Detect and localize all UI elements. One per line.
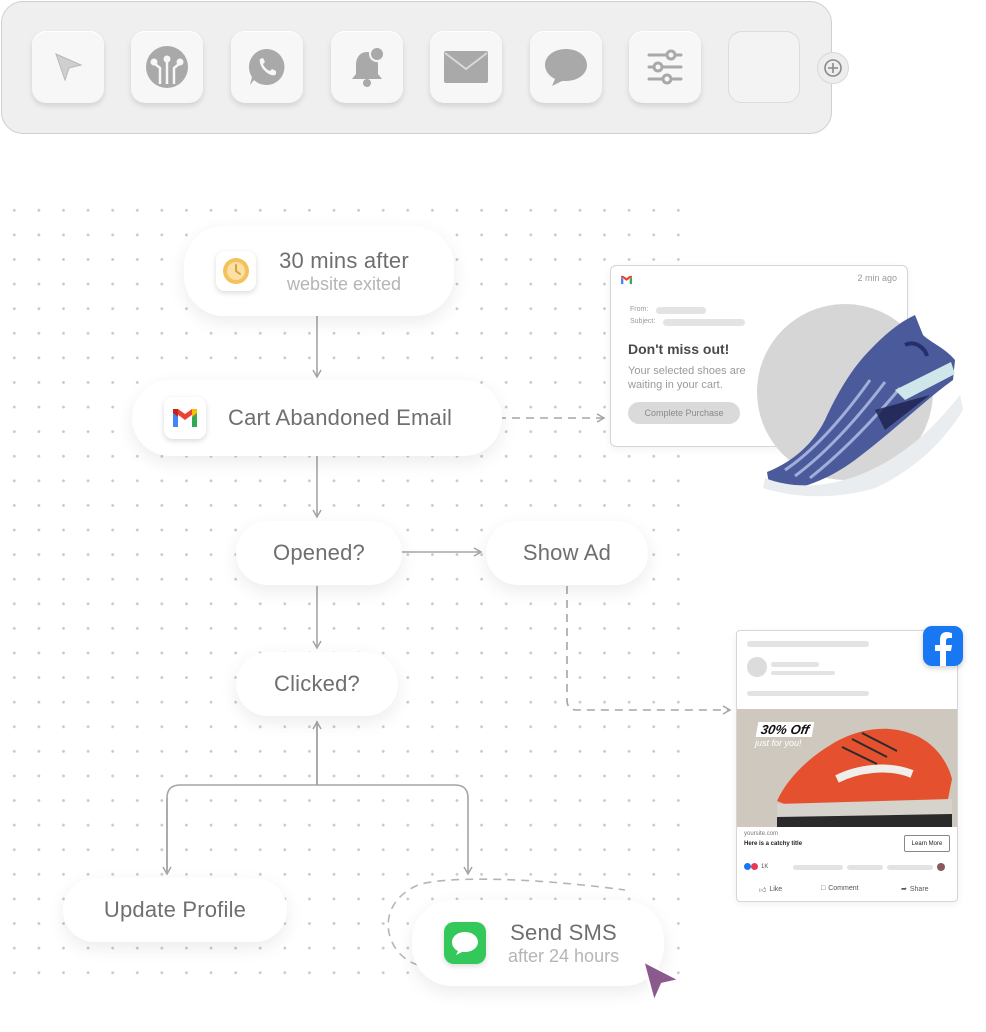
from-placeholder-bar: [656, 307, 706, 314]
update-profile-node[interactable]: Update Profile: [63, 878, 287, 942]
fb-text-bar: [747, 691, 869, 696]
fb-stat-bar: [847, 865, 883, 870]
email-node-label: Cart Abandoned Email: [228, 405, 453, 430]
fb-ad-title: Here is a catchy title: [744, 841, 803, 847]
add-tool-button[interactable]: [817, 52, 849, 84]
update-profile-label: Update Profile: [103, 897, 247, 922]
chat-tool-button[interactable]: [530, 31, 602, 103]
email-tool-button[interactable]: [430, 31, 502, 103]
fb-stat-bar: [793, 865, 843, 870]
bell-icon: [352, 46, 385, 87]
settings-tool-button[interactable]: [629, 31, 701, 103]
clock-icon: [223, 258, 249, 284]
fb-meta-bar: [771, 671, 835, 675]
fb-like-button[interactable]: 👍︎Like: [759, 885, 782, 894]
fb-small-avatar: [937, 863, 945, 871]
email-subject-label: Subject:: [630, 318, 656, 325]
empty-tool-slot[interactable]: [728, 31, 800, 103]
cursor-tool-button[interactable]: [32, 31, 104, 103]
subject-placeholder-bar: [663, 319, 745, 326]
gmail-icon: [173, 409, 197, 427]
sms-title: Send SMS: [510, 919, 617, 945]
email-from-label: From:: [630, 306, 649, 313]
complete-purchase-button[interactable]: Complete Purchase: [628, 402, 740, 424]
gmail-small-icon: [621, 275, 632, 285]
plus-icon: [824, 59, 842, 77]
pointer-cursor-icon: [641, 959, 682, 1004]
fb-ad-image: 30% Off just for you!: [737, 709, 957, 827]
messages-icon-box: [444, 922, 486, 964]
sms-subtitle: after 24 hours: [508, 945, 620, 966]
share-icon: ➦: [901, 886, 907, 893]
clicked-label: Clicked?: [274, 671, 360, 696]
connector-showad-to-fb: [566, 586, 732, 715]
thumbs-up-icon: 👍︎: [759, 887, 767, 894]
chat-bubble-icon: [545, 49, 587, 86]
opened-label: Opened?: [273, 540, 365, 565]
fb-learn-more-button[interactable]: Learn More: [904, 835, 950, 852]
fb-like-label: Like: [769, 886, 783, 893]
fb-reactions: 1K: [744, 863, 768, 870]
fb-love-reaction-icon: [751, 863, 758, 870]
fb-discount-sub: just for you!: [755, 738, 802, 748]
trigger-subtitle: website exited: [286, 273, 402, 294]
clock-icon-box: [216, 251, 256, 291]
show-ad-node[interactable]: Show Ad: [486, 521, 648, 585]
fb-name-bar: [771, 662, 819, 667]
email-node[interactable]: Cart Abandoned Email: [132, 380, 502, 456]
fb-reaction-count: 1K: [761, 863, 769, 870]
cursor-icon: [55, 53, 83, 82]
blue-shoe-image: [757, 304, 963, 497]
fb-share-label: Share: [909, 885, 929, 893]
facebook-logo-icon: [923, 626, 963, 666]
sms-dashed-outline: [387, 878, 626, 966]
send-sms-node[interactable]: Send SMS after 24 hours: [412, 900, 664, 986]
integration-icon: [146, 46, 188, 88]
integration-tool-button[interactable]: [131, 31, 203, 103]
notification-tool-button[interactable]: [331, 31, 403, 103]
comment-icon: □: [821, 885, 826, 892]
facebook-ad-card: 30% Off just for you! yoursite.com Here …: [736, 630, 958, 902]
trigger-title: 30 mins after: [279, 247, 409, 273]
mail-icon: [444, 51, 488, 83]
show-ad-label: Show Ad: [522, 540, 612, 565]
opened-condition-node[interactable]: Opened?: [236, 521, 402, 585]
whatsapp-icon: [248, 48, 285, 85]
messages-icon: [452, 932, 478, 955]
fb-discount-badge: 30% Off: [755, 722, 815, 737]
gmail-icon-box: [164, 397, 206, 439]
clicked-condition-node[interactable]: Clicked?: [236, 652, 398, 716]
fb-comment-button[interactable]: □Comment: [821, 885, 859, 892]
email-heading: Don't miss out!: [628, 341, 730, 357]
fb-placeholder-bar: [747, 641, 869, 647]
fb-ad-site: yoursite.com: [744, 831, 779, 837]
fb-comment-label: Comment: [828, 885, 859, 892]
whatsapp-tool-button[interactable]: [231, 31, 303, 103]
fb-stat-bar: [887, 865, 933, 870]
trigger-node[interactable]: 30 mins after website exited: [184, 226, 454, 316]
fb-like-reaction-icon: [744, 863, 751, 870]
email-time: 2 min ago: [857, 273, 897, 283]
sliders-icon: [647, 49, 683, 85]
red-shoe-image: [737, 709, 957, 827]
email-body: Your selected shoes are waiting in your …: [628, 365, 746, 391]
fb-share-button[interactable]: ➦Share: [901, 885, 929, 894]
fb-avatar: [747, 657, 767, 677]
